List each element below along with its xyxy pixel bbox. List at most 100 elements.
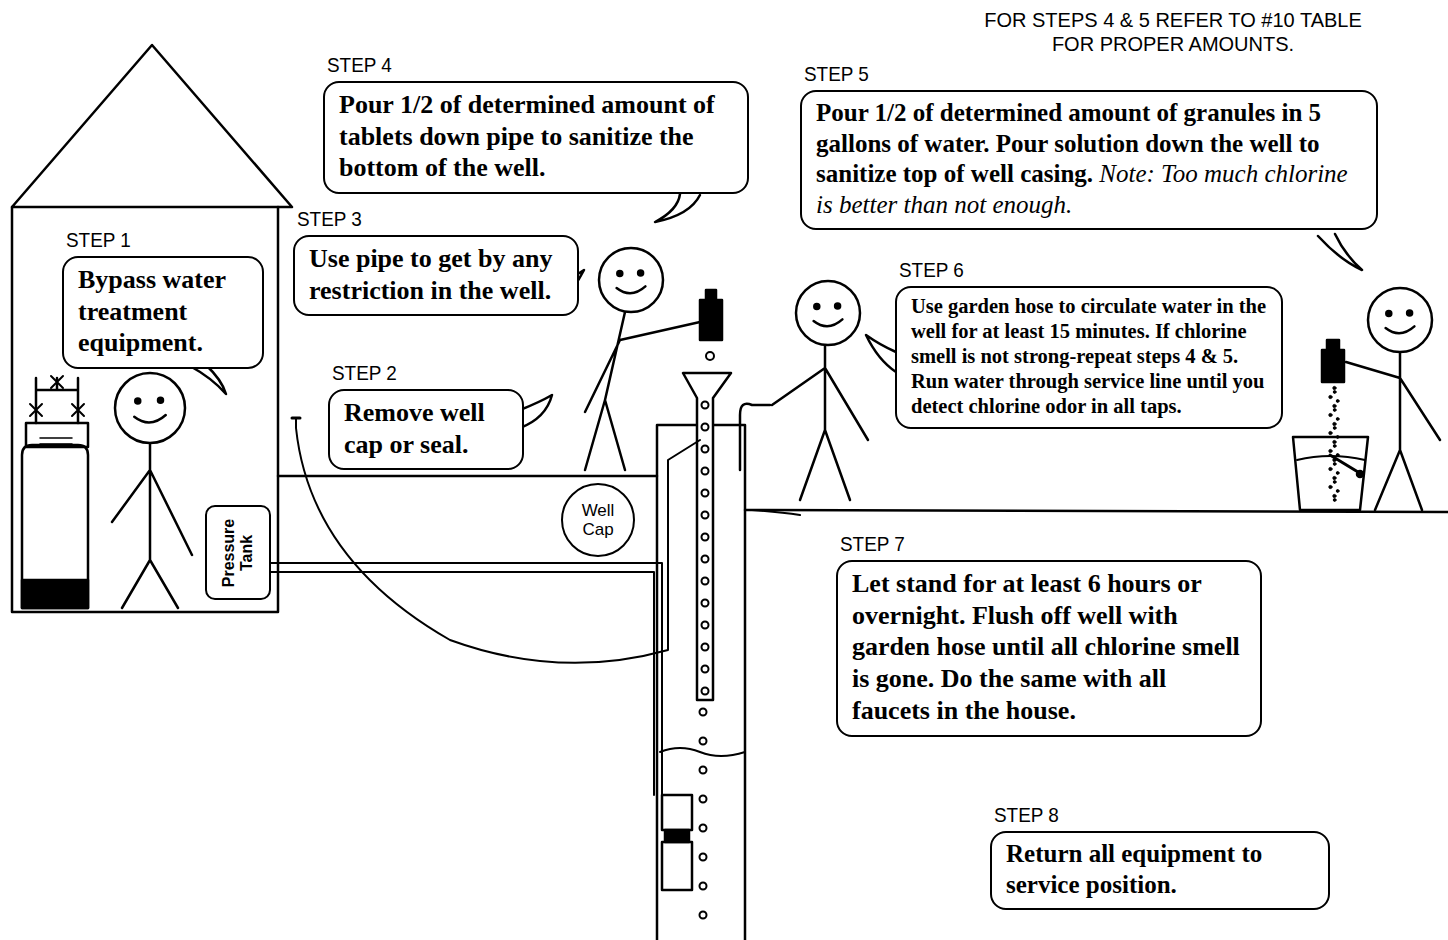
step-callout: STEP 5 Pour 1/2 of determined amount of g…	[800, 62, 1378, 230]
step-heading: STEP 1	[66, 228, 244, 252]
figure-head	[115, 373, 185, 443]
granule	[1333, 445, 1336, 448]
step-heading: STEP 4	[327, 53, 707, 77]
granule	[1336, 472, 1339, 475]
granule	[1333, 481, 1336, 484]
pressure-tank-label: Pressure Tank	[220, 510, 256, 596]
pump-motor	[662, 795, 692, 830]
speech-bubble: Bypass water treatment equipment.	[62, 256, 264, 369]
pipe-hole	[702, 446, 709, 453]
granule	[1333, 494, 1336, 497]
pipe-hole	[700, 709, 707, 716]
pipe-hole	[702, 600, 709, 607]
bottle-cap	[1327, 340, 1339, 352]
pipe-hole	[702, 622, 709, 629]
garden-hose	[740, 404, 770, 470]
granule	[1333, 409, 1336, 412]
bubble-tail	[1318, 234, 1362, 270]
pipe-hole	[700, 912, 707, 919]
speech-bubble: Use garden hose to circulate water in th…	[895, 286, 1283, 429]
bubble-tail	[520, 395, 552, 428]
figure-stroke	[638, 270, 643, 275]
pipe-hole	[702, 644, 709, 651]
step-callout: STEP 6Use garden hose to circulate water…	[895, 258, 1283, 429]
house-wall	[12, 207, 278, 612]
granule	[1333, 458, 1336, 461]
granule	[1336, 400, 1339, 403]
step-heading: STEP 5	[804, 62, 1321, 86]
figure-head	[599, 248, 663, 312]
granule	[1336, 490, 1339, 493]
instruction-text: Bypass water treatment equipment.	[78, 265, 226, 357]
bypass-valves	[30, 376, 84, 416]
figure-body	[112, 443, 192, 608]
bucket	[1293, 437, 1368, 510]
figure-stroke	[135, 399, 140, 404]
speech-bubble: Let stand for at least 6 hours or overni…	[836, 560, 1262, 737]
pipe-hole	[700, 738, 707, 745]
step-callout: STEP 7Let stand for at least 6 hours or …	[836, 532, 1262, 737]
table-reference-note: FOR STEPS 4 & 5 REFER TO #10 TABLE FOR P…	[968, 8, 1378, 56]
softener-base	[22, 580, 88, 608]
hose-loop	[752, 510, 800, 515]
granule	[1336, 436, 1339, 439]
pipe-hole	[702, 468, 709, 475]
pipe-hole	[702, 490, 709, 497]
speech-bubble: Remove well cap or seal.	[328, 389, 524, 470]
tablet	[706, 352, 714, 360]
well-cap-circle: Well Cap	[561, 483, 635, 557]
figure-stroke	[835, 303, 840, 308]
pressure-tank: Pressure Tank	[205, 505, 271, 600]
granule	[1333, 422, 1336, 425]
step-callout: STEP 4 Pour 1/2 of determined amount of t…	[323, 53, 749, 194]
granule	[1336, 418, 1339, 421]
granule	[1333, 440, 1336, 443]
step-callout: STEP 1 Bypass water treatment equipment.	[62, 228, 264, 369]
step-heading: STEP 2	[332, 361, 505, 385]
pipe-hole	[700, 883, 707, 890]
granule	[1336, 454, 1339, 457]
supply-pipe	[270, 563, 662, 795]
bottle-cap	[706, 290, 716, 302]
granule	[1333, 499, 1336, 502]
granule	[1329, 449, 1332, 452]
ground-line	[278, 476, 1448, 512]
speech-bubble: Use pipe to get by any restriction in th…	[293, 235, 579, 316]
figure-head	[1368, 288, 1432, 352]
instruction-text: Let stand for at least 6 hours or overni…	[852, 569, 1240, 725]
softener-tank	[22, 445, 88, 608]
figure-stroke	[1407, 310, 1412, 315]
speech-bubble: Pour 1/2 of determined amount of tablets…	[323, 81, 749, 194]
pipe-hole	[700, 854, 707, 861]
house-roof	[12, 45, 292, 207]
figure-stroke	[1386, 326, 1415, 333]
figure-body	[1346, 352, 1440, 510]
pipe-hole	[702, 424, 709, 431]
stick-figures	[112, 248, 1440, 919]
figure-stroke	[814, 319, 843, 326]
granule	[1329, 413, 1332, 416]
granule	[1329, 467, 1332, 470]
granule	[1333, 476, 1336, 479]
hose-tap	[292, 417, 300, 420]
pipe-hole	[700, 825, 707, 832]
pipe-hole	[702, 578, 709, 585]
granule	[1333, 386, 1336, 389]
speech-bubble: Pour 1/2 of determined amount of granule…	[800, 90, 1378, 230]
softener-mark	[40, 438, 72, 444]
figure-stroke	[814, 304, 819, 309]
step-callout: STEP 3Use pipe to get by any restriction…	[293, 207, 579, 316]
granule-bottle	[1322, 350, 1344, 382]
bubble-tail	[866, 335, 896, 372]
pipe-hole	[700, 796, 707, 803]
water-level	[660, 748, 745, 756]
speech-bubble: Return all equipment to service position…	[990, 831, 1330, 910]
stir-stick	[1330, 455, 1358, 472]
figure-stroke	[617, 286, 646, 293]
figure-stroke	[1386, 311, 1391, 316]
figure-stroke	[158, 398, 163, 403]
granule	[1333, 404, 1336, 407]
granule	[1333, 463, 1336, 466]
step-heading: STEP 8	[994, 803, 1296, 827]
instruction-text: Remove well cap or seal.	[344, 398, 485, 459]
